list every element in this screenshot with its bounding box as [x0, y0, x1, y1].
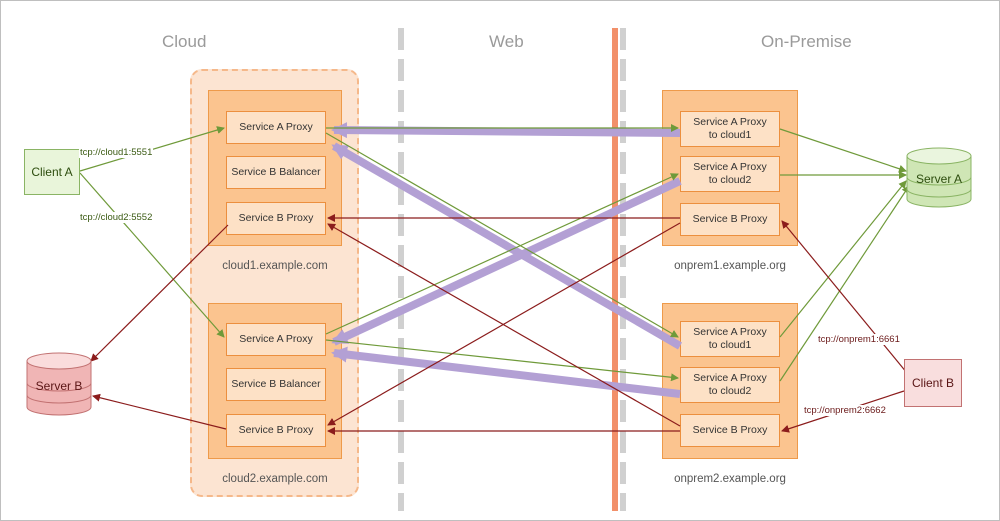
cloud2-service-a-proxy[interactable]: Service A Proxy [226, 323, 326, 356]
server-b-database-icon [26, 352, 92, 416]
host-label-onprem2: onprem2.example.org [674, 473, 786, 485]
edge-clientb-onprem1 [781, 220, 908, 374]
edge-cloud2-b-to-serverb [92, 393, 227, 430]
tunnel-onprem1-to-cloud1 [331, 122, 681, 139]
onprem2-service-a-proxy-to-cloud2[interactable]: Service A Proxy to cloud2 [680, 367, 780, 403]
host-label-cloud1: cloud1.example.com [222, 260, 328, 272]
onprem1-service-a-proxy-to-cloud1[interactable]: Service A Proxy to cloud1 [680, 111, 780, 147]
cloud1-service-a-proxy[interactable]: Service A Proxy [226, 111, 326, 144]
tunnel-onprem2-to-cloud1 [331, 142, 683, 350]
edge-cloud2-a-to-onprem1-a2 [325, 173, 679, 335]
edge-onprem2-a2-to-servera [779, 185, 910, 382]
cloud2-service-b-proxy[interactable]: Service B Proxy [226, 414, 326, 447]
zone-title-cloud: Cloud [162, 32, 207, 51]
tunnel-onprem1-to-cloud2 [331, 177, 682, 346]
host-label-onprem1: onprem1.example.org [674, 260, 786, 272]
onprem1-service-a-proxy-to-cloud2[interactable]: Service A Proxy to cloud2 [680, 156, 780, 192]
edge-label-clienta-cloud2: tcp://cloud2:5552 [79, 212, 154, 223]
tunnel-onprem2-to-cloud2 [331, 346, 681, 398]
client-b-node[interactable]: Client B [904, 359, 962, 407]
edge-cloud1-b-to-serverb [90, 224, 229, 362]
onprem2-service-a-proxy-to-cloud1[interactable]: Service A Proxy to cloud1 [680, 321, 780, 357]
cloud2-service-b-balancer[interactable]: Service B Balancer [226, 368, 326, 401]
edge-cloud1-a-to-onprem2-a1 [325, 132, 679, 338]
cloud1-service-b-balancer[interactable]: Service B Balancer [226, 156, 326, 189]
edge-clienta-cloud2 [79, 172, 225, 338]
edge-cloud2-a-to-onprem2-a2 [325, 339, 679, 382]
zone-title-web: Web [489, 32, 524, 51]
zone-title-onprem: On-Premise [761, 32, 852, 51]
edge-onprem2-b-to-cloud1-b [327, 223, 681, 427]
server-a-database-icon [906, 147, 972, 208]
server-a-label: Server A [915, 172, 963, 186]
onprem1-service-b-proxy[interactable]: Service B Proxy [680, 203, 780, 236]
edge-label-clientb-onprem1: tcp://onprem1:6661 [817, 334, 901, 345]
edge-label-clienta-cloud1: tcp://cloud1:5551 [79, 147, 154, 158]
cloud1-service-b-proxy[interactable]: Service B Proxy [226, 202, 326, 235]
host-label-cloud2: cloud2.example.com [222, 473, 328, 485]
onprem2-service-b-proxy[interactable]: Service B Proxy [680, 414, 780, 447]
edge-onprem2-a1-to-servera [779, 180, 907, 338]
client-a-node[interactable]: Client A [24, 149, 80, 195]
edge-onprem1-a1-to-servera [779, 128, 907, 173]
edge-label-clientb-onprem2: tcp://onprem2:6662 [803, 405, 887, 416]
edge-onprem1-b-to-cloud2-b [327, 222, 681, 426]
server-b-label: Server B [35, 379, 83, 393]
